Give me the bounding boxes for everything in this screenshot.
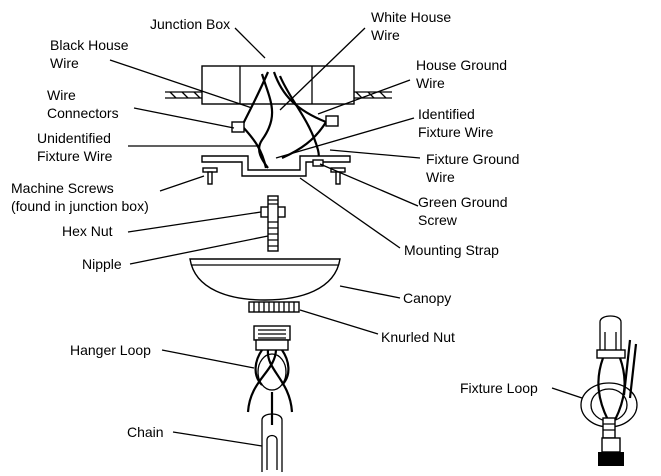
label-black-house-wire-line1: Black House — [50, 37, 129, 53]
label-wire-connectors-line2: Connectors — [47, 105, 119, 121]
label-house-ground-wire-line2: Wire — [416, 75, 445, 91]
label-green-ground-screw-line2: Screw — [418, 212, 458, 228]
label-unidentified-fixture-wire-line1: Unidentified — [37, 130, 111, 146]
label-green-ground-screw-line1: Green Ground — [418, 194, 508, 210]
chain — [261, 392, 283, 472]
label-chain: Chain — [127, 424, 164, 440]
label-hanger-loop: Hanger Loop — [70, 342, 151, 358]
label-white-house-wire-line2: Wire — [371, 27, 400, 43]
label-fixture-ground-wire-line1: Fixture Ground — [426, 151, 519, 167]
label-junction-box: Junction Box — [150, 16, 230, 32]
label-white-house-wire-line1: White House — [371, 9, 451, 25]
label-canopy: Canopy — [403, 290, 451, 306]
canopy — [189, 258, 341, 301]
label-house-ground-wire-line1: House Ground — [416, 57, 507, 73]
leader-lines — [109, 27, 583, 447]
label-machine-screws-line1: Machine Screws — [11, 180, 114, 196]
hanger-loop — [246, 325, 294, 413]
label-identified-fixture-wire-line2: Fixture Wire — [418, 124, 494, 140]
label-mounting-strap: Mounting Strap — [404, 242, 499, 258]
green-ground-screw — [312, 159, 324, 167]
label-identified-fixture-wire-line1: Identified — [418, 106, 475, 122]
label-fixture-loop: Fixture Loop — [460, 380, 538, 396]
label-wire-connectors-line1: Wire — [47, 87, 76, 103]
label-knurled-nut: Knurled Nut — [381, 329, 455, 345]
nipple — [267, 195, 279, 252]
label-machine-screws-line2: (found in junction box) — [11, 198, 149, 214]
wire-connectors — [231, 115, 339, 133]
label-unidentified-fixture-wire-line2: Fixture Wire — [37, 148, 113, 164]
junction-box — [201, 65, 355, 105]
mounting-strap — [201, 155, 351, 177]
knurled-nut — [248, 301, 300, 313]
label-nipple: Nipple — [82, 256, 122, 272]
label-hex-nut: Hex Nut — [62, 223, 113, 239]
label-fixture-ground-wire-line2: Wire — [426, 169, 455, 185]
fixture-loop — [580, 315, 638, 466]
label-black-house-wire-line2: Wire — [50, 55, 79, 71]
labels: Junction Box White House Wire Black Hous… — [11, 9, 538, 440]
